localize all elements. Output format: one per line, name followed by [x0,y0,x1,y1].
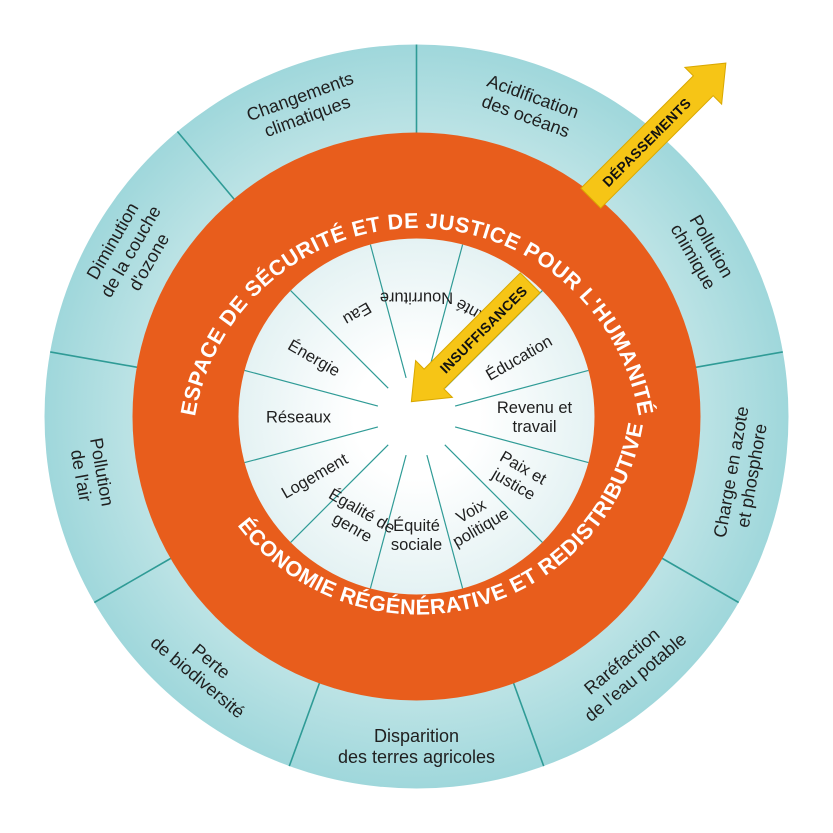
ceiling-segment-label: Pollutionde l'air [65,436,117,511]
outer-divider [288,679,322,767]
outer-divider [511,679,545,767]
inner-divider [369,244,407,379]
inner-divider [369,454,407,589]
inner-divider [444,444,543,543]
inner-divider [244,426,379,464]
overshoot-arrow-shape [580,62,727,209]
foundation-segment-label-line: sociale [391,536,442,554]
foundation-segment-label: Réseaux [266,409,332,427]
foundation-segment-label: Nourriture [380,289,453,307]
ceiling-segment-label-line: Disparition [374,726,459,746]
ceiling-segment-label-line: des terres agricoles [338,747,495,767]
outer-divider [176,130,238,203]
inner-divider [426,454,464,589]
foundation-segment-label-line: Nourriture [380,289,453,307]
inner-divider [454,369,589,407]
foundation-segment-label-line: travail [512,418,556,436]
inner-divider [454,426,589,464]
inner-divider [244,369,379,407]
outer-divider [692,351,783,369]
inner-divider [426,244,464,379]
foundation-segment-label-line: Revenu et [497,399,573,417]
shortfall-arrow-shape [410,272,541,403]
inner-divider [290,290,389,389]
foundation-segment-label-line: Réseaux [266,409,332,427]
outer-divider [658,555,740,604]
inner-divider [290,444,389,543]
outer-divider [50,351,141,369]
foundation-segment-label-line: Équité [393,516,440,535]
outer-divider [93,555,175,604]
